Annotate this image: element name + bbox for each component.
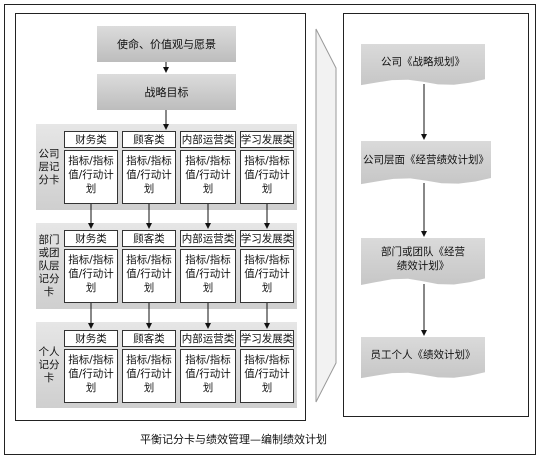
company-header-learning: 学习发展类 [240, 131, 294, 148]
individual-cell-finance: 指标/指标值/行动计划 [64, 349, 118, 403]
company-performance-plan-box: 公司层面《经营绩效计划》 [361, 141, 491, 185]
individual-header-finance: 财务类 [64, 330, 118, 347]
department-header-learning: 学习发展类 [240, 230, 294, 247]
company-header-finance: 财务类 [64, 131, 118, 148]
company-scorecard-label: 公司层记分卡 [38, 147, 60, 186]
department-header-finance: 财务类 [64, 230, 118, 247]
department-performance-plan-box: 部门或团队《经营绩效计划》 [361, 238, 485, 286]
diagram-caption: 平衡记分卡与绩效管理—编制绩效计划 [140, 433, 327, 446]
employee-performance-plan-box: 员工个人《绩效计划》 [361, 337, 485, 379]
department-cell-customer: 指标/指标值/行动计划 [122, 249, 176, 303]
strategy-box: 战略目标 [97, 74, 236, 110]
company-header-internal: 内部运营类 [180, 131, 236, 148]
individual-scorecard-label: 个人记分卡 [38, 345, 60, 384]
department-scorecard-label: 部门或团队层记分卡 [38, 233, 60, 298]
individual-header-internal: 内部运营类 [180, 330, 236, 347]
chevron-arrow-icon [315, 28, 337, 403]
individual-header-customer: 顾客类 [122, 330, 176, 347]
individual-cell-internal: 指标/指标值/行动计划 [180, 349, 236, 403]
individual-cell-customer: 指标/指标值/行动计划 [122, 349, 176, 403]
company-cell-customer: 指标/指标值/行动计划 [122, 150, 176, 204]
company-strategic-plan-box: 公司《战略规划》 [361, 44, 485, 86]
company-cell-internal: 指标/指标值/行动计划 [180, 150, 236, 204]
company-header-customer: 顾客类 [122, 131, 176, 148]
company-cell-finance: 指标/指标值/行动计划 [64, 150, 118, 204]
department-cell-finance: 指标/指标值/行动计划 [64, 249, 118, 303]
department-cell-internal: 指标/指标值/行动计划 [180, 249, 236, 303]
individual-cell-learning: 指标/指标值/行动计划 [240, 349, 294, 403]
department-header-customer: 顾客类 [122, 230, 176, 247]
individual-header-learning: 学习发展类 [240, 330, 294, 347]
department-header-internal: 内部运营类 [180, 230, 236, 247]
company-cell-learning: 指标/指标值/行动计划 [240, 150, 294, 204]
mission-box: 使命、价值观与愿景 [97, 26, 236, 62]
department-cell-learning: 指标/指标值/行动计划 [240, 249, 294, 303]
